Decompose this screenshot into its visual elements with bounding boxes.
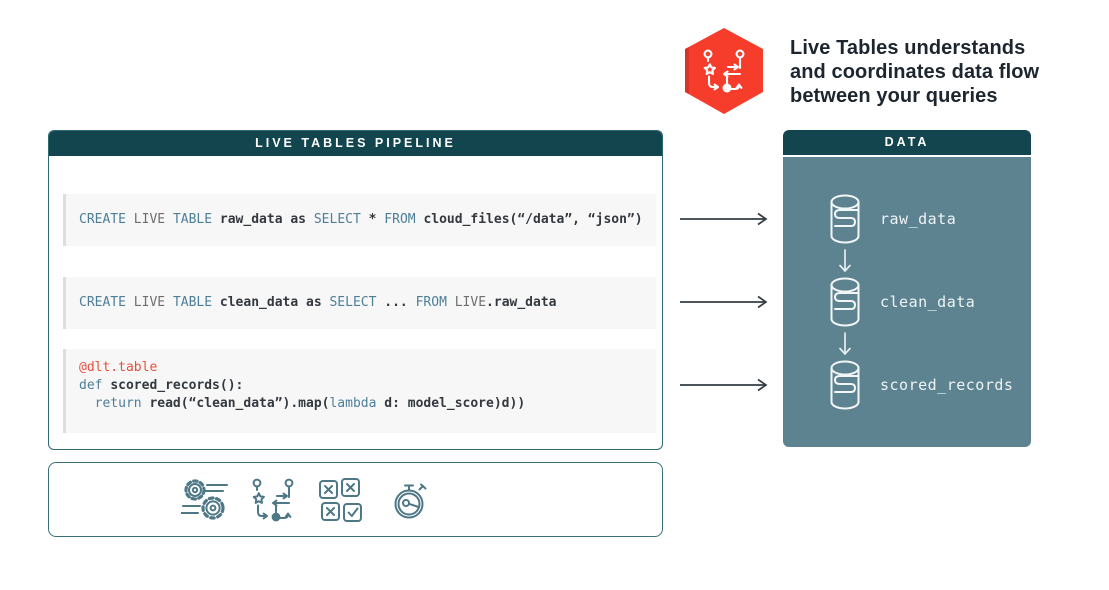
table-label: clean_data — [880, 293, 976, 311]
quality-checks-icon — [319, 477, 362, 522]
database-icon — [830, 360, 860, 410]
table-label: raw_data — [880, 210, 957, 228]
database-icon — [830, 277, 860, 327]
data-row-scored-records: scored_records — [825, 359, 1031, 411]
callout-text: Live Tables understands and coordinates … — [790, 36, 1039, 108]
table-label: scored_records — [880, 376, 1014, 394]
code-block-raw-data: CREATE LIVE TABLE raw_data as SELECT * F… — [63, 194, 656, 246]
data-row-clean-data: clean_data — [825, 276, 1031, 328]
right-arrow-icon — [680, 212, 768, 226]
down-arrow-icon — [825, 328, 865, 359]
data-panel: DATA raw_data — [783, 130, 1031, 447]
flow-coordination-icon — [252, 478, 294, 521]
right-arrow-icon — [680, 295, 768, 309]
stopwatch-icon — [394, 483, 427, 518]
callout-line: Live Tables understands — [790, 37, 1026, 59]
features-panel — [48, 462, 663, 537]
gears-speed-icon — [181, 478, 228, 520]
code-block-clean-data: CREATE LIVE TABLE clean_data as SELECT .… — [63, 277, 656, 329]
callout-line: and coordinates data flow — [790, 61, 1040, 83]
pipeline-panel-title: LIVE TABLES PIPELINE — [49, 131, 662, 156]
pipeline-panel: LIVE TABLES PIPELINE CREATE LIVE TABLE r… — [48, 130, 663, 450]
flow-hexagon-icon — [681, 27, 767, 115]
data-panel-title: DATA — [783, 130, 1031, 157]
down-arrow-icon — [825, 245, 865, 276]
data-panel-body: raw_data clean_data — [783, 157, 1031, 447]
right-arrow-icon — [680, 378, 768, 392]
database-icon — [830, 194, 860, 244]
data-row-raw-data: raw_data — [825, 193, 1031, 245]
callout-line: between your queries — [790, 85, 998, 107]
